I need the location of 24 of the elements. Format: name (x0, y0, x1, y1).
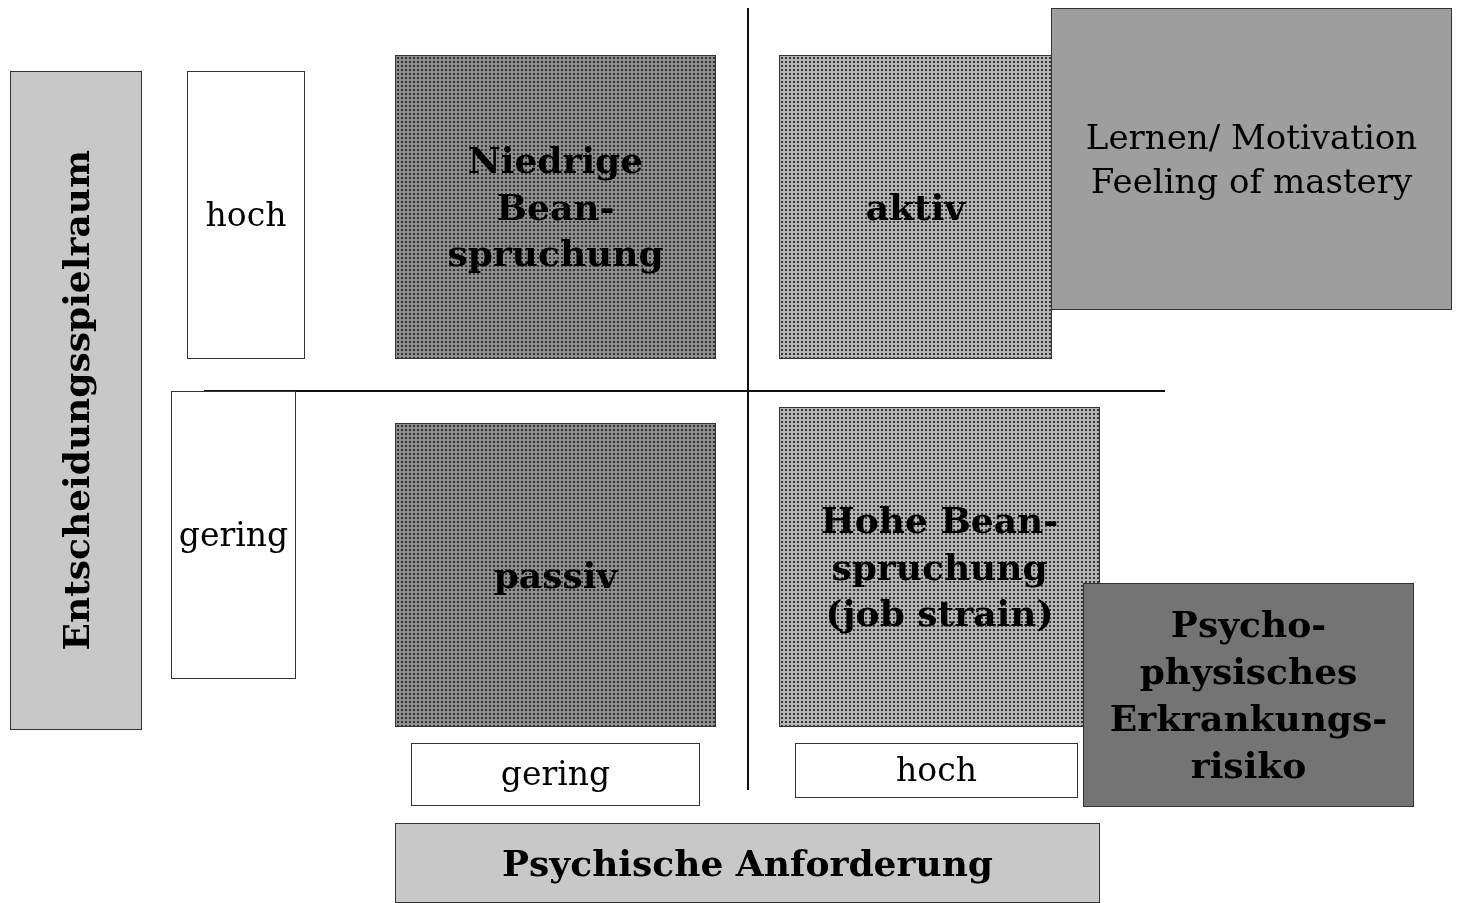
quadrant-label: Psychische Anforderung (502, 840, 993, 886)
quadrant-label: Psycho- physisches Erkrankungs- risiko (1108, 602, 1389, 788)
quadrant-label: passiv (493, 552, 618, 598)
level-label: hoch (205, 193, 287, 236)
quadrant-box (395, 423, 716, 727)
level-label: Lernen/ Motivation Feeling of mastery (1084, 115, 1419, 203)
quadrant-box (395, 55, 716, 359)
axis-panel (10, 71, 142, 730)
level-box (171, 391, 296, 679)
level-box (411, 743, 700, 806)
level-label: gering (178, 513, 289, 556)
quadrant-label: aktiv (865, 184, 966, 230)
axis-title: Entscheidungsspielraum (53, 150, 98, 651)
level-label: hoch (896, 749, 977, 792)
quadrant-label: Hohe Bean- spruchung (job strain) (820, 497, 1059, 637)
outcome-box (1051, 8, 1452, 310)
level-box (187, 71, 305, 359)
level-label: gering (500, 753, 611, 796)
quadrant-label: Niedrige Bean- spruchung (446, 137, 665, 277)
level-box (795, 743, 1078, 798)
quadrant-box (779, 55, 1052, 359)
quadrant-box (779, 407, 1100, 727)
axis-panel (395, 823, 1100, 903)
outcome-box (1083, 583, 1414, 807)
